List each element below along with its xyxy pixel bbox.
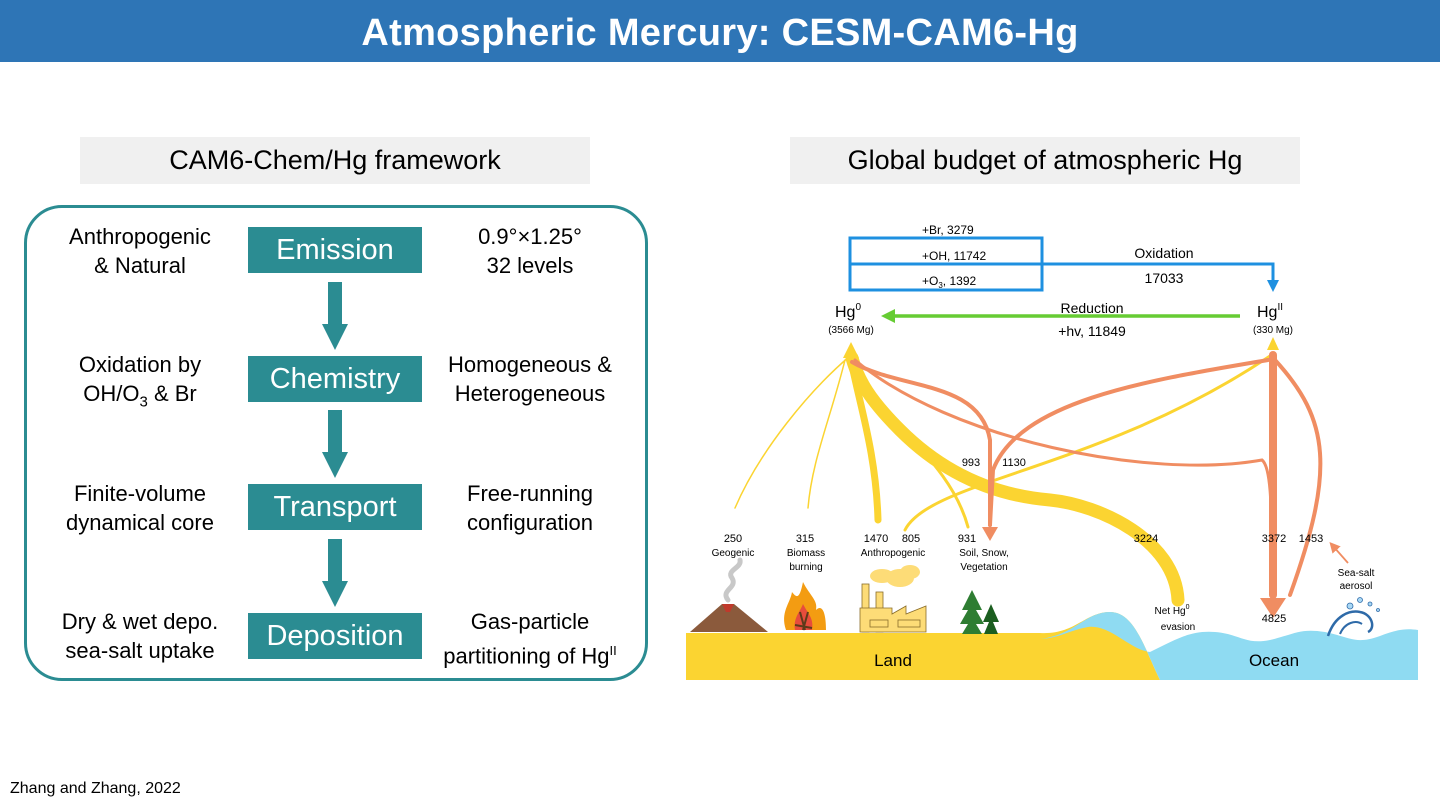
flux-ocean-b: 1453: [1299, 533, 1323, 545]
soil-deposition-arrowhead: [982, 527, 998, 541]
flux-evasion: 3224: [1134, 533, 1158, 545]
hg0-arrowhead: [843, 342, 859, 358]
source-geogenic: Geogenic: [712, 548, 755, 559]
flux-ocean-dep: 4825: [1262, 613, 1286, 625]
ocean-surface: [1040, 612, 1418, 680]
hg0-label: Hg0: [835, 302, 861, 321]
emission-right-text: 0.9°×1.25°32 levels: [478, 224, 582, 278]
flow-arrow-1: [322, 282, 348, 350]
source-seasalt-2: aerosol: [1340, 581, 1373, 592]
transport-stage-box: Transport: [248, 484, 422, 530]
citation: Zhang and Zhang, 2022: [10, 780, 181, 797]
seasalt-uptake-flux: [1273, 358, 1323, 597]
hg2-mass: (330 Mg): [1253, 325, 1293, 336]
land-surface: [686, 612, 1160, 680]
chemistry-right-text: Homogeneous &Heterogeneous: [448, 352, 612, 406]
flux-anthro-b: 805: [902, 533, 920, 545]
framework-frame: [24, 205, 648, 681]
flux-ocean-a: 3372: [1262, 533, 1286, 545]
flow-arrow-3: [322, 539, 348, 607]
hg2-arrowhead: [1267, 337, 1279, 350]
source-biomass-2: burning: [789, 562, 822, 573]
chemistry-stage-box: Chemistry: [248, 356, 422, 402]
oxidation-br-label: +Br, 3279: [922, 223, 974, 237]
deposition-stage-box: Deposition: [248, 613, 422, 659]
hg2-to-soil-deposition: [988, 358, 1270, 527]
source-seasalt-1: Sea-salt: [1338, 568, 1375, 579]
ocean-label: Ocean: [1249, 651, 1299, 670]
budget-heading: Global budget of atmospheric Hg: [790, 137, 1300, 184]
hg0-to-ocean-flux: [853, 358, 1275, 592]
source-anthro: Anthropogenic: [861, 548, 926, 559]
deposition-right-text: Gas-particle partitioning of HgII: [443, 609, 617, 669]
oxidation-label: Oxidation: [1134, 245, 1193, 261]
biomass-flux: [807, 359, 846, 509]
seasalt-emission-arrow: [1329, 541, 1349, 564]
land-label: Land: [874, 651, 912, 670]
emission-left-text: Anthropogenic& Natural: [69, 224, 211, 278]
flux-geogenic: 250: [724, 533, 742, 545]
chemistry-left-text: Oxidation by OH/O3 & Br: [78, 352, 202, 411]
tree-icon: [960, 590, 999, 634]
hg2-fluxes: [850, 351, 1323, 599]
source-evasion-1: Net Hg0: [1154, 604, 1189, 617]
framework-heading: CAM6-Chem/Hg framework: [80, 137, 590, 184]
hg0-mass: (3566 Mg): [828, 325, 874, 336]
oxidation-o3-label: +O3, 1392: [922, 274, 976, 290]
emission-stage-box: Emission: [248, 227, 422, 273]
factory-icon: [859, 565, 927, 633]
source-soil-1: Soil, Snow,: [959, 548, 1008, 559]
oxidation-pathways: [848, 236, 1279, 292]
page-title: Atmospheric Mercury: CESM-CAM6-Hg: [0, 0, 1440, 62]
ocean-deposition-arrowhead: [1260, 598, 1286, 618]
wildfire-icon: [784, 582, 826, 631]
reduction-value: +hv, 11849: [1058, 323, 1126, 339]
geogenic-flux: [734, 355, 851, 509]
anthro-to-hg2-flux: [903, 354, 1272, 532]
sea-spray-icon: [1326, 597, 1380, 637]
flux-anthro-a: 1470: [864, 533, 888, 545]
flux-soil-a: 993: [962, 457, 980, 469]
source-soil-2: Vegetation: [960, 562, 1007, 573]
reduction-label: Reduction: [1060, 300, 1123, 316]
flux-soil-c: 931: [958, 533, 976, 545]
net-evasion-flux: [845, 351, 1185, 607]
flow-arrow-2: [322, 410, 348, 478]
oxidation-total: 17033: [1145, 270, 1184, 286]
volcano-icon: [690, 557, 768, 632]
source-evasion-2: evasion: [1161, 622, 1195, 633]
oxidation-oh-label: +OH, 11742: [922, 249, 986, 263]
hg2-label: HgII: [1257, 302, 1283, 321]
deposition-left-text: Dry & wet depo.sea-salt uptake: [61, 609, 219, 663]
flux-soil-b: 1130: [1002, 457, 1026, 469]
flux-biomass: 315: [796, 533, 814, 545]
source-biomass-1: Biomass: [787, 548, 825, 559]
